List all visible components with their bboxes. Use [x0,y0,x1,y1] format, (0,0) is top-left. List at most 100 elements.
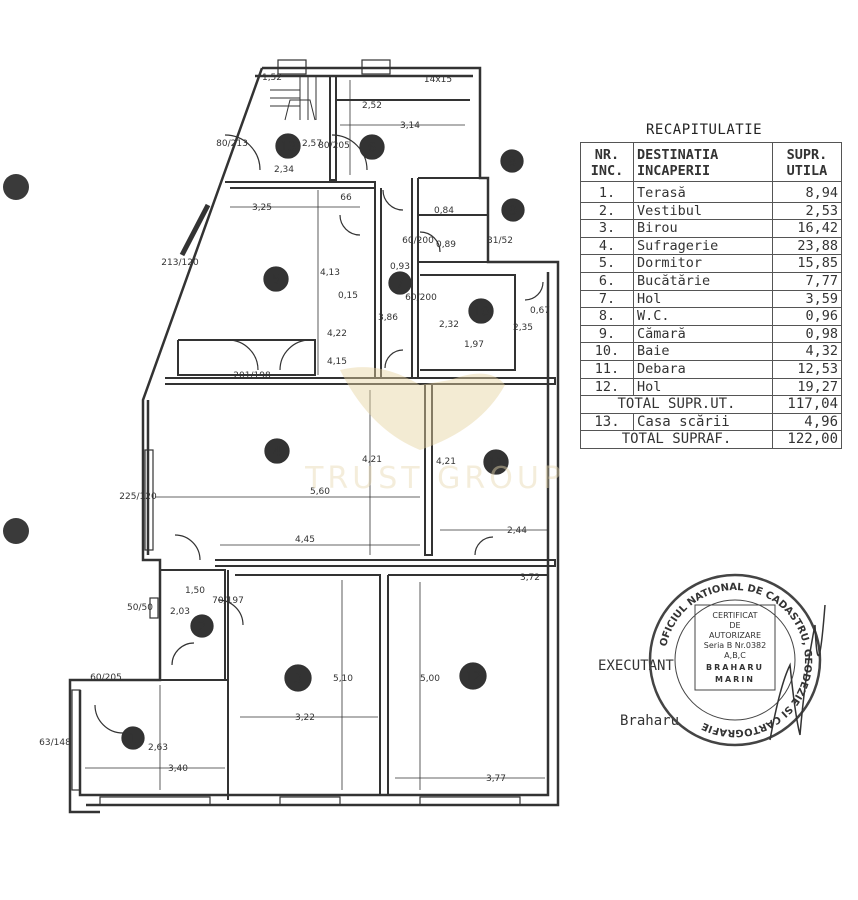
dim-label: 0,67 [530,306,550,316]
room-nr: 11. [580,359,634,379]
col-nr: NR. INC. [580,142,634,182]
dim-label: 66 [340,193,352,203]
room-12-label: 12 [459,662,487,690]
room-1-label: 1 [121,726,145,750]
dim-label: 3,72 [520,573,540,583]
dim-label: 2,32 [439,320,459,330]
room-name: Hol [633,377,773,397]
dim-label: 5,00 [420,674,440,684]
author-name: Braharu [620,713,680,729]
room-area: 23,88 [772,236,842,256]
room-4-label: 4 [264,438,290,464]
dim-label: 80/205 [318,141,350,151]
door-swings [94,134,544,734]
dim-label: 4,21 [436,457,456,467]
dim-label: 2,52 [362,101,382,111]
dim-label: 3,22 [295,713,315,723]
room-7-label: 7 [388,271,412,295]
stamp-line: A,B,C [724,651,746,660]
dim-label: 1,52 [262,73,282,83]
svg-text:4: 4 [273,445,281,460]
room-area: 8,94 [772,181,842,203]
room-nr: 6. [580,271,634,291]
room-area: 7,77 [772,271,842,291]
total-value: 122,00 [772,430,842,449]
room-labels: 13 6 8 9 5 7 10 4 11 2 3 12 1 [121,133,525,750]
room-area: 12,53 [772,359,842,379]
room-3-label: 3 [284,664,312,692]
dim-label: 3,40 [168,764,188,774]
dim-label: 3,14 [400,121,420,131]
stairs [270,76,317,121]
room-name: Terasă [633,181,773,203]
stair-area: 4,96 [772,412,842,432]
svg-text:12: 12 [465,670,482,685]
outer-walls [68,66,560,814]
room-11-label: 11 [483,449,509,475]
svg-text:9: 9 [509,204,517,219]
svg-text:11: 11 [488,456,505,471]
svg-text:7: 7 [396,277,404,292]
svg-text:13: 13 [280,140,297,155]
room-area: 16,42 [772,219,842,238]
room-10-label: 10 [468,298,494,324]
room-5-label: 5 [263,266,289,292]
dim-label: 2,57 [302,139,322,149]
room-6-label: 6 [359,134,385,160]
svg-text:6: 6 [368,141,376,156]
dim-label: 4,22 [327,329,347,339]
dim-label: 1,50 [185,586,205,596]
binder-hole [3,518,29,544]
stamp-line: BRAHARU [706,663,764,672]
stamp-line: AUTORIZARE [709,631,761,640]
dim-label: 60/205 [90,673,122,683]
dim-label: 0,89 [436,240,456,250]
svg-text:2: 2 [198,620,206,635]
room-2-label: 2 [190,614,214,638]
dim-label: 50/50 [127,603,153,613]
room-name: Sufragerie [633,236,773,256]
total-util-label: TOTAL SUPR.UT. [580,395,773,414]
svg-text:8: 8 [508,155,516,170]
dimension-labels: 2,34 2,57 1,52 80/205 80/213 2,52 3,14 1… [39,73,550,784]
dim-label: 60/200 [405,293,437,303]
stair-name: Casa scării [633,412,773,432]
dim-label: 225/120 [119,492,157,502]
svg-text:TRUST GROUP: TRUST GROUP [304,461,565,496]
room-nr: 9. [580,324,634,344]
room-nr: 10. [580,342,634,361]
recap-row: 8.W.C.0,96 [580,307,842,326]
room-area: 4,32 [772,342,842,361]
room-area: 0,96 [772,307,842,326]
room-name: Hol [633,289,773,309]
room-nr: 5. [580,254,634,273]
dim-label: 2,03 [170,607,190,617]
dim-label: 2,63 [148,743,168,753]
interior-walls [160,76,556,800]
stamp-line: MARIN [715,675,755,684]
dim-label: 70/197 [212,596,244,606]
room-nr: 2. [580,201,634,221]
room-nr: 8. [580,307,634,326]
svg-text:5: 5 [272,273,280,288]
room-8-label: 8 [500,149,524,173]
dim-label: 3,25 [252,203,272,213]
room-area: 19,27 [772,377,842,397]
room-nr: 1. [580,181,634,203]
room-name: Debara [633,359,773,379]
room-9-label: 9 [501,198,525,222]
dim-label: 4,21 [362,455,382,465]
room-name: Vestibul [633,201,773,221]
dim-label: 63/148 [39,738,71,748]
dim-label: 2,35 [513,323,533,333]
room-area: 3,59 [772,289,842,309]
room-nr: 4. [580,236,634,256]
windows [71,59,521,806]
dim-label: 201/198 [233,371,271,381]
dim-label: 80/213 [216,139,248,149]
